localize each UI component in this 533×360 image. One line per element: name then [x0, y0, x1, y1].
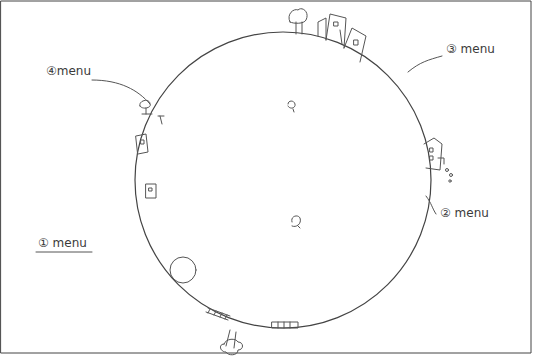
building-doodle	[318, 14, 366, 62]
bottom-doodles	[206, 308, 298, 355]
inner-mark	[288, 101, 295, 112]
inner-mark	[292, 216, 301, 228]
frame	[1, 1, 531, 353]
leader-line	[408, 56, 442, 72]
underline	[36, 252, 92, 253]
menu-label: ① menu	[38, 236, 87, 250]
menu-label: ③ menu	[446, 42, 495, 56]
planet-outline	[135, 32, 431, 328]
crater	[170, 257, 196, 283]
house-doodle	[424, 138, 453, 182]
leader-line	[92, 80, 150, 104]
tree-doodle	[289, 9, 307, 34]
leader-line	[426, 196, 436, 214]
left-doodles	[136, 100, 164, 198]
menu-label: ④menu	[46, 64, 91, 78]
menu-label: ② menu	[440, 206, 489, 220]
